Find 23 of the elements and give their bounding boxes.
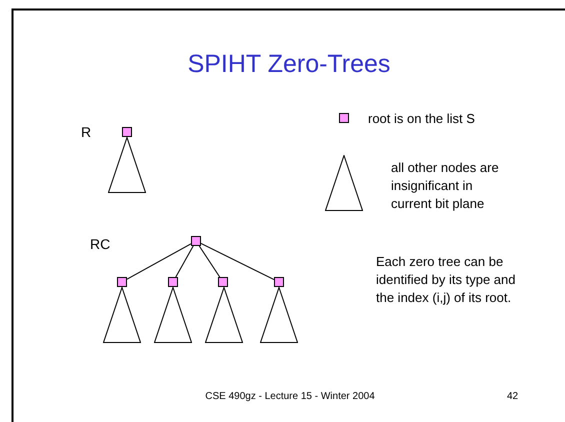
tree-edge [126,243,192,280]
tree-edge [175,246,194,278]
tree-edge [200,242,274,280]
root-node-square [168,277,178,287]
tree-edge [198,246,220,278]
legend-text: root is on the list S [368,110,476,128]
tree-type-label: R [81,124,92,140]
subtree-triangle [260,287,298,343]
note-text: Each zero tree can be identified by its type and the index (i,j) of its root. [376,253,516,307]
slide-footer: CSE 490gz - Lecture 15 - Winter 2004 [140,391,440,402]
tree-type-label: RC [90,236,110,252]
root-node-square [218,277,228,287]
subtree-triangle [103,287,141,343]
subtree-triangle [108,137,146,193]
root-node-square [191,236,201,246]
subtree-triangle [154,287,192,343]
root-node-square [117,277,127,287]
legend-text: all other nodes are insignificant in current bit plane [391,159,500,213]
slide-title: SPIHT Zero-Trees [186,50,392,79]
page-number: 42 [506,391,520,402]
root-node-square [274,277,284,287]
subtree-triangle [205,287,243,343]
root-node-square [122,127,132,137]
